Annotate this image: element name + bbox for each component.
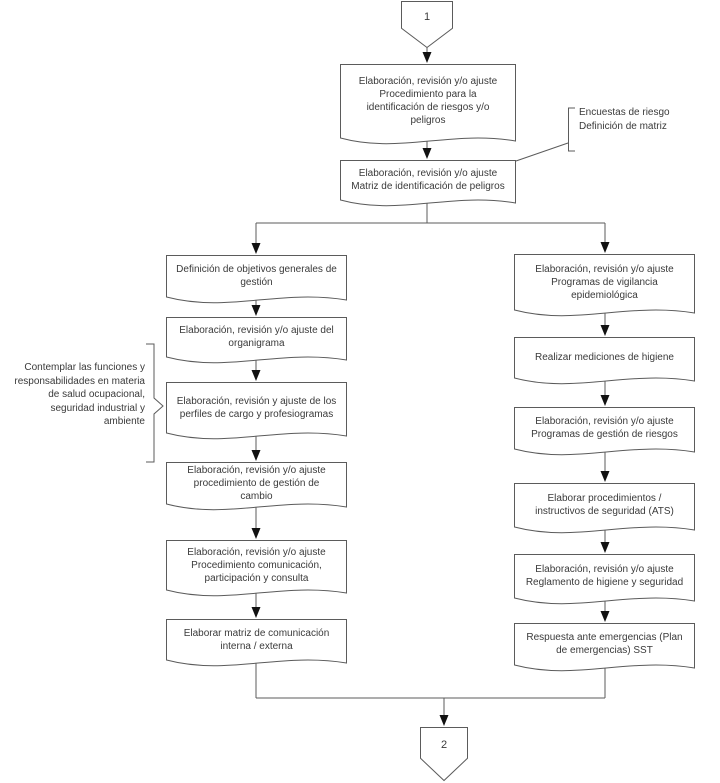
node-label: Elaboración, revisión y/o ajuste Program… — [531, 416, 678, 440]
node-label: Elaborar matriz de comunicación interna … — [183, 627, 330, 652]
arrowhead — [251, 607, 261, 618]
arrowhead — [600, 542, 610, 553]
node-matriz-identificacion-peligros: Elaboración, revisión y/o ajuste Matriz … — [340, 160, 516, 210]
node-matriz-comunicacion: Elaborar matriz de comunicación interna … — [166, 619, 347, 670]
offpage-connector-2-label: 2 — [440, 739, 448, 751]
node-respuesta-emergencias-sst: Respuesta ante emergencias (Plan de emer… — [514, 623, 695, 675]
node-objetivos-generales-gestion: Definición de objetivos generales de ges… — [166, 255, 347, 307]
node-label: Elaboración, revisión y/o ajuste del org… — [179, 325, 334, 349]
note-encuestas-riesgo: Encuestas de riesgo Definición de matriz — [579, 107, 670, 132]
arrowhead — [600, 395, 610, 406]
node-organigrama: Elaboración, revisión y/o ajuste del org… — [166, 317, 347, 367]
offpage-connector-1-label: 1 — [423, 11, 431, 23]
node-label: Elaboración, revisión y/o ajuste Reglame… — [525, 564, 684, 588]
node-label: Elaboración, revisión y ajuste de los pe… — [176, 395, 337, 420]
node-vigilancia-epidemiologica: Elaboración, revisión y/o ajuste Program… — [514, 254, 695, 320]
node-procedimiento-gestion-cambio: Elaboración, revisión y/o ajuste procedi… — [166, 462, 347, 514]
node-procedimiento-identificacion-riesgos: Elaboración, revisión y/o ajuste Procedi… — [340, 64, 516, 148]
risk-note-leader-line — [515, 142, 569, 162]
node-label: Elaboración, revisión y/o ajuste Procedi… — [187, 546, 326, 584]
node-label: Definición de objetivos generales de ges… — [176, 264, 337, 288]
risk-note-bracket — [568, 107, 575, 152]
node-procedimientos-instructivos-ats: Elaborar procedimientos / instructivos d… — [514, 483, 695, 537]
arrowhead — [422, 52, 432, 63]
arrowhead — [251, 450, 261, 461]
arrowhead — [251, 243, 261, 254]
arrowhead — [600, 471, 610, 482]
arrowhead — [251, 370, 261, 381]
node-label: Elaboración, revisión y/o ajuste Matriz … — [351, 168, 505, 192]
arrowhead — [422, 148, 432, 159]
arrowhead — [439, 715, 449, 726]
roles-note-bracket — [146, 343, 164, 463]
node-reglamento-higiene-seguridad: Elaboración, revisión y/o ajuste Reglame… — [514, 554, 695, 608]
node-label: Respuesta ante emergencias (Plan de emer… — [526, 632, 683, 656]
offpage-connector-2: 2 — [420, 727, 468, 782]
arrowhead — [251, 305, 261, 316]
node-label: Elaborar procedimientos / instructivos d… — [535, 493, 674, 517]
arrowhead — [251, 528, 261, 539]
node-perfiles-cargo-profesiogramas: Elaboración, revisión y ajuste de los pe… — [166, 382, 347, 443]
arrowhead — [600, 325, 610, 336]
node-label: Elaboración, revisión y/o ajuste procedi… — [187, 464, 326, 502]
arrowhead — [600, 242, 610, 253]
node-mediciones-higiene: Realizar mediciones de higiene — [514, 337, 695, 388]
offpage-connector-1: 1 — [401, 1, 453, 49]
node-label: Elaboración, revisión y/o ajuste Procedi… — [358, 76, 498, 126]
arrowhead — [600, 611, 610, 622]
node-label: Elaboración, revisión y/o ajuste Program… — [535, 263, 674, 301]
node-comunicacion-participacion-consulta: Elaboración, revisión y/o ajuste Procedi… — [166, 540, 347, 600]
node-programas-gestion-riesgos: Elaboración, revisión y/o ajuste Program… — [514, 407, 695, 459]
note-funciones-responsabilidades: Contemplar las funciones y responsabilid… — [14, 362, 145, 427]
node-label: Realizar mediciones de higiene — [535, 352, 674, 363]
